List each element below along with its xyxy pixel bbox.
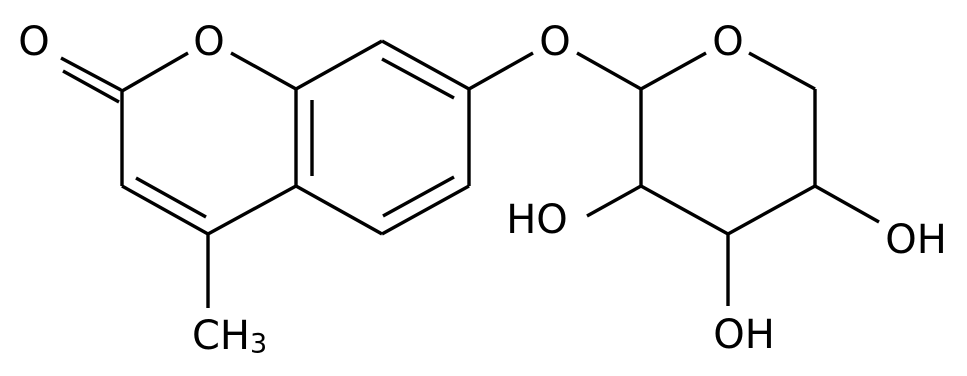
bond-c8-c7: [381, 39, 470, 91]
bonds: [60, 39, 880, 308]
bond-c3-c4: [121, 184, 209, 236]
hydroxyl-left-label: HO: [506, 197, 568, 243]
atom-labels: O O O O HO OH OH CH 3: [18, 19, 947, 360]
bond-c3p-c2p: [640, 184, 729, 236]
bond-o5p-c5p: [748, 51, 816, 91]
bond-c6-c5-inner: [382, 175, 455, 218]
sugar-ring-oxygen-label: O: [712, 19, 743, 65]
bond-c5-c4a: [295, 184, 383, 236]
bond-c2p-oh: [586, 184, 642, 218]
bond-carbonyl-double-b: [62, 69, 120, 104]
bond-c4p-c3p: [727, 184, 816, 236]
methyl-subscript: 3: [250, 329, 267, 360]
bond-c6-c5: [381, 184, 470, 236]
carbonyl-oxygen-label: O: [18, 19, 49, 65]
bond-c2-o1: [121, 51, 189, 93]
hydroxyl-right-label: OH: [885, 217, 947, 263]
bond-c1p-o5p: [640, 51, 707, 91]
bond-carbonyl-double-a: [60, 56, 122, 92]
bond-c8a-c8: [295, 39, 383, 91]
bond-c7-ether-o: [468, 51, 534, 91]
hydroxyl-bottom-label: OH: [713, 312, 775, 358]
bond-c4-c4a: [207, 184, 297, 236]
methyl-label: CH: [192, 313, 250, 359]
bond-ether-o-c1p: [576, 51, 642, 91]
bond-o1-c8a: [230, 51, 297, 91]
bond-c8-c7-inner: [381, 57, 455, 100]
bond-c4p-oh: [814, 184, 880, 224]
ring-oxygen-label: O: [193, 19, 224, 65]
ether-oxygen-label: O: [539, 19, 570, 65]
bond-c3-c4-inner: [135, 176, 207, 219]
